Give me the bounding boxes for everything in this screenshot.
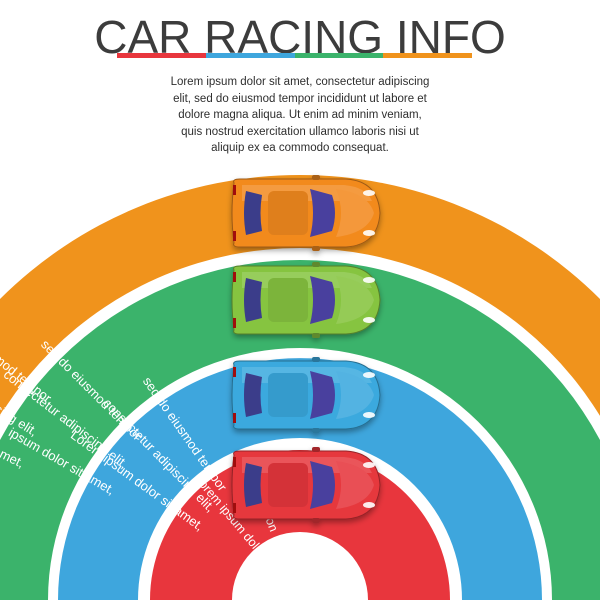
race-car-red bbox=[231, 447, 381, 523]
car-rear-window bbox=[244, 191, 262, 235]
car-taillight bbox=[233, 231, 236, 241]
intro-line: dolore magna aliqua. Ut enim ad minim ve… bbox=[178, 109, 422, 121]
car-headlight bbox=[363, 502, 375, 508]
car-rear-window bbox=[244, 463, 262, 507]
car-windshield bbox=[310, 189, 335, 237]
car-headlight bbox=[363, 277, 375, 283]
car-mirror bbox=[312, 447, 320, 452]
intro-line: aliquip ex ea commodo consequat. bbox=[211, 142, 389, 154]
car-mirror bbox=[312, 246, 320, 251]
car-rear-window bbox=[244, 278, 262, 322]
car-mirror bbox=[312, 518, 320, 523]
intro-line: Lorem ipsum dolor sit amet, consectetur … bbox=[170, 76, 430, 88]
car-mirror bbox=[312, 357, 320, 362]
car-windshield bbox=[310, 461, 335, 509]
title-bar-red-segment bbox=[117, 53, 206, 58]
car-headlight bbox=[363, 462, 375, 468]
car-roof bbox=[268, 191, 308, 235]
intro-line: quis nostrud exercitation ullamco labori… bbox=[181, 125, 419, 138]
car-rear-window bbox=[244, 373, 262, 417]
race-car-blue bbox=[231, 357, 381, 433]
car-hood bbox=[336, 189, 374, 237]
car-taillight bbox=[233, 367, 236, 377]
intro-paragraph: Lorem ipsum dolor sit amet, consectetur … bbox=[140, 74, 460, 157]
car-headlight bbox=[363, 412, 375, 418]
car-taillight bbox=[233, 457, 236, 467]
car-taillight bbox=[233, 413, 236, 423]
title-color-bar bbox=[117, 53, 472, 58]
car-taillight bbox=[233, 318, 236, 328]
car-roof bbox=[268, 463, 308, 507]
car-mirror bbox=[312, 428, 320, 433]
car-taillight bbox=[233, 503, 236, 513]
car-taillight bbox=[233, 185, 236, 195]
car-hood bbox=[336, 461, 374, 509]
car-headlight bbox=[363, 317, 375, 323]
arc-band-orange bbox=[0, 175, 600, 417]
car-hood bbox=[336, 371, 374, 419]
intro-line: elit, sed do eiusmod tempor incididunt u… bbox=[173, 92, 427, 105]
car-hood bbox=[336, 276, 374, 324]
car-mirror bbox=[312, 175, 320, 180]
race-car-orange bbox=[231, 175, 381, 251]
title-bar-green-segment bbox=[294, 53, 384, 58]
car-windshield bbox=[310, 276, 335, 324]
arc-band-blue bbox=[58, 358, 542, 600]
car-headlight bbox=[363, 230, 375, 236]
car-headlight bbox=[363, 190, 375, 196]
car-taillight bbox=[233, 272, 236, 282]
race-car-green bbox=[231, 262, 381, 338]
car-headlight bbox=[363, 372, 375, 378]
car-roof bbox=[268, 373, 308, 417]
title-bar-orange-segment bbox=[383, 53, 472, 58]
arc-band-green bbox=[0, 260, 600, 600]
car-mirror bbox=[312, 262, 320, 267]
car-windshield bbox=[310, 371, 335, 419]
car-roof bbox=[268, 278, 308, 322]
car-mirror bbox=[312, 333, 320, 338]
title-bar-blue-segment bbox=[205, 53, 295, 58]
